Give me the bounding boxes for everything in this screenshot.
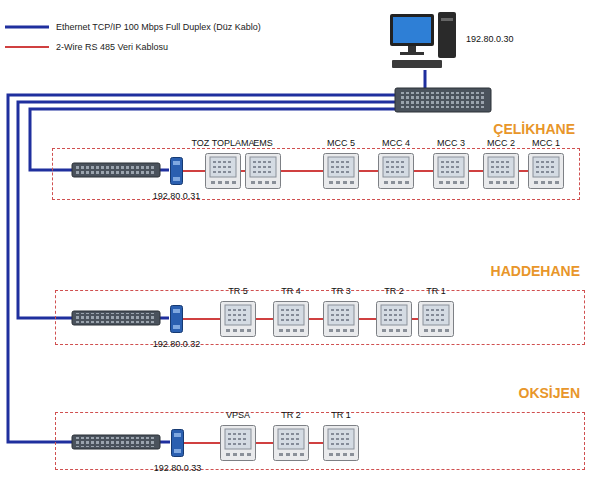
rs485-cable	[183, 170, 205, 172]
meter-icon	[376, 301, 412, 337]
meter-name: MCC 3	[437, 138, 465, 149]
energy-meter: TOZ TOPLAMA	[205, 153, 241, 189]
rs485-cable	[256, 318, 273, 320]
meter-name: TR 1	[426, 286, 446, 297]
meter-icon	[273, 425, 309, 461]
section-switch	[72, 163, 160, 449]
energy-meter: TR 2	[273, 425, 309, 461]
meter-icon	[433, 153, 469, 189]
meter-name: MCC 2	[487, 138, 515, 149]
energy-meter: TR 3	[323, 301, 359, 337]
meter-icon	[378, 153, 414, 189]
meter-name: MCC 1	[532, 138, 560, 149]
rs485-cable	[359, 170, 378, 172]
computer: 192.80.0.30	[388, 10, 460, 70]
meter-icon	[528, 153, 564, 189]
meter-name: TR 3	[331, 286, 351, 297]
ip-address: 192.80.0.30	[466, 34, 514, 45]
plant-area: OKSİJEN192.80.0.33VPSATR 2TR 1	[55, 412, 585, 470]
energy-meter: MCC 3	[433, 153, 469, 189]
rs485-cable	[184, 442, 220, 444]
energy-meter: MCC 2	[483, 153, 519, 189]
conv-icon	[171, 429, 184, 457]
energy-meter: VPSA	[220, 425, 256, 461]
energy-meter: MCC 5	[323, 153, 359, 189]
rs485-cable	[309, 318, 323, 320]
area-heading: HADDEHANE	[491, 263, 580, 279]
meter-name: TR 4	[281, 286, 301, 297]
meter-icon	[418, 301, 454, 337]
energy-meter: TR 5	[220, 301, 256, 337]
area-heading: OKSİJEN	[519, 385, 580, 401]
legend-text: 2-Wire RS 485 Veri Kablosu	[56, 42, 168, 52]
rs485-cable	[309, 442, 323, 444]
rs485-cable	[241, 170, 245, 172]
rs485-cable	[412, 318, 418, 320]
ip-address: 192.80.0.31	[153, 191, 201, 202]
meter-icon	[323, 301, 359, 337]
rs485-converter: 192.80.0.32	[170, 305, 183, 333]
meter-name: MCC 5	[327, 138, 355, 149]
ip-address: 192.80.0.32	[153, 339, 201, 350]
rs485-cable	[519, 170, 528, 172]
ip-address: 192.80.0.33	[154, 463, 202, 474]
rs485-cable	[281, 170, 323, 172]
plant-area: HADDEHANE192.80.0.32TR 5TR 4TR 3TR 2TR 1	[55, 290, 585, 345]
energy-meter: MCC 4	[378, 153, 414, 189]
meter-name: TR 2	[384, 286, 404, 297]
meter-name: TR 1	[331, 410, 351, 421]
area-heading: ÇELİKHANE	[493, 121, 575, 137]
meter-name: EMS	[253, 138, 273, 149]
pc-icon	[388, 10, 460, 70]
meter-name: TR 5	[228, 286, 248, 297]
meter-icon	[220, 301, 256, 337]
energy-meter: TR 4	[273, 301, 309, 337]
energy-meter: TR 1	[418, 301, 454, 337]
rs485-cable	[469, 170, 483, 172]
legend-item: Ethernet TCP/IP 100 Mbps Full Duplex (Dü…	[4, 20, 261, 34]
meter-icon	[323, 425, 359, 461]
meter-icon	[273, 301, 309, 337]
rs485-converter: 192.80.0.31	[170, 157, 183, 185]
legend-line	[4, 20, 50, 34]
meter-name: VPSA	[226, 410, 250, 421]
meter-icon	[483, 153, 519, 189]
rs485-cable	[256, 442, 273, 444]
ethernet-cable	[8, 70, 425, 442]
energy-meter: TR 1	[323, 425, 359, 461]
energy-meter: TR 2	[376, 301, 412, 337]
conv-icon	[170, 305, 183, 333]
energy-meter: EMS	[245, 153, 281, 189]
energy-meter: MCC 1	[528, 153, 564, 189]
meter-icon	[205, 153, 241, 189]
rs485-cable	[183, 318, 220, 320]
legend-text: Ethernet TCP/IP 100 Mbps Full Duplex (Dü…	[56, 22, 261, 32]
rs485-converter: 192.80.0.33	[171, 429, 184, 457]
legend-line	[4, 40, 50, 54]
meter-icon	[245, 153, 281, 189]
meter-name: TR 2	[281, 410, 301, 421]
rs485-cable	[414, 170, 433, 172]
plant-area: ÇELİKHANE192.80.0.31TOZ TOPLAMAEMSMCC 5M…	[52, 148, 580, 200]
main-switch	[395, 88, 491, 112]
rs485-cable	[359, 318, 376, 320]
meter-icon	[220, 425, 256, 461]
meter-name: MCC 4	[382, 138, 410, 149]
legend-item: 2-Wire RS 485 Veri Kablosu	[4, 40, 168, 54]
meter-icon	[323, 153, 359, 189]
meter-name: TOZ TOPLAMA	[191, 138, 254, 149]
conv-icon	[170, 157, 183, 185]
